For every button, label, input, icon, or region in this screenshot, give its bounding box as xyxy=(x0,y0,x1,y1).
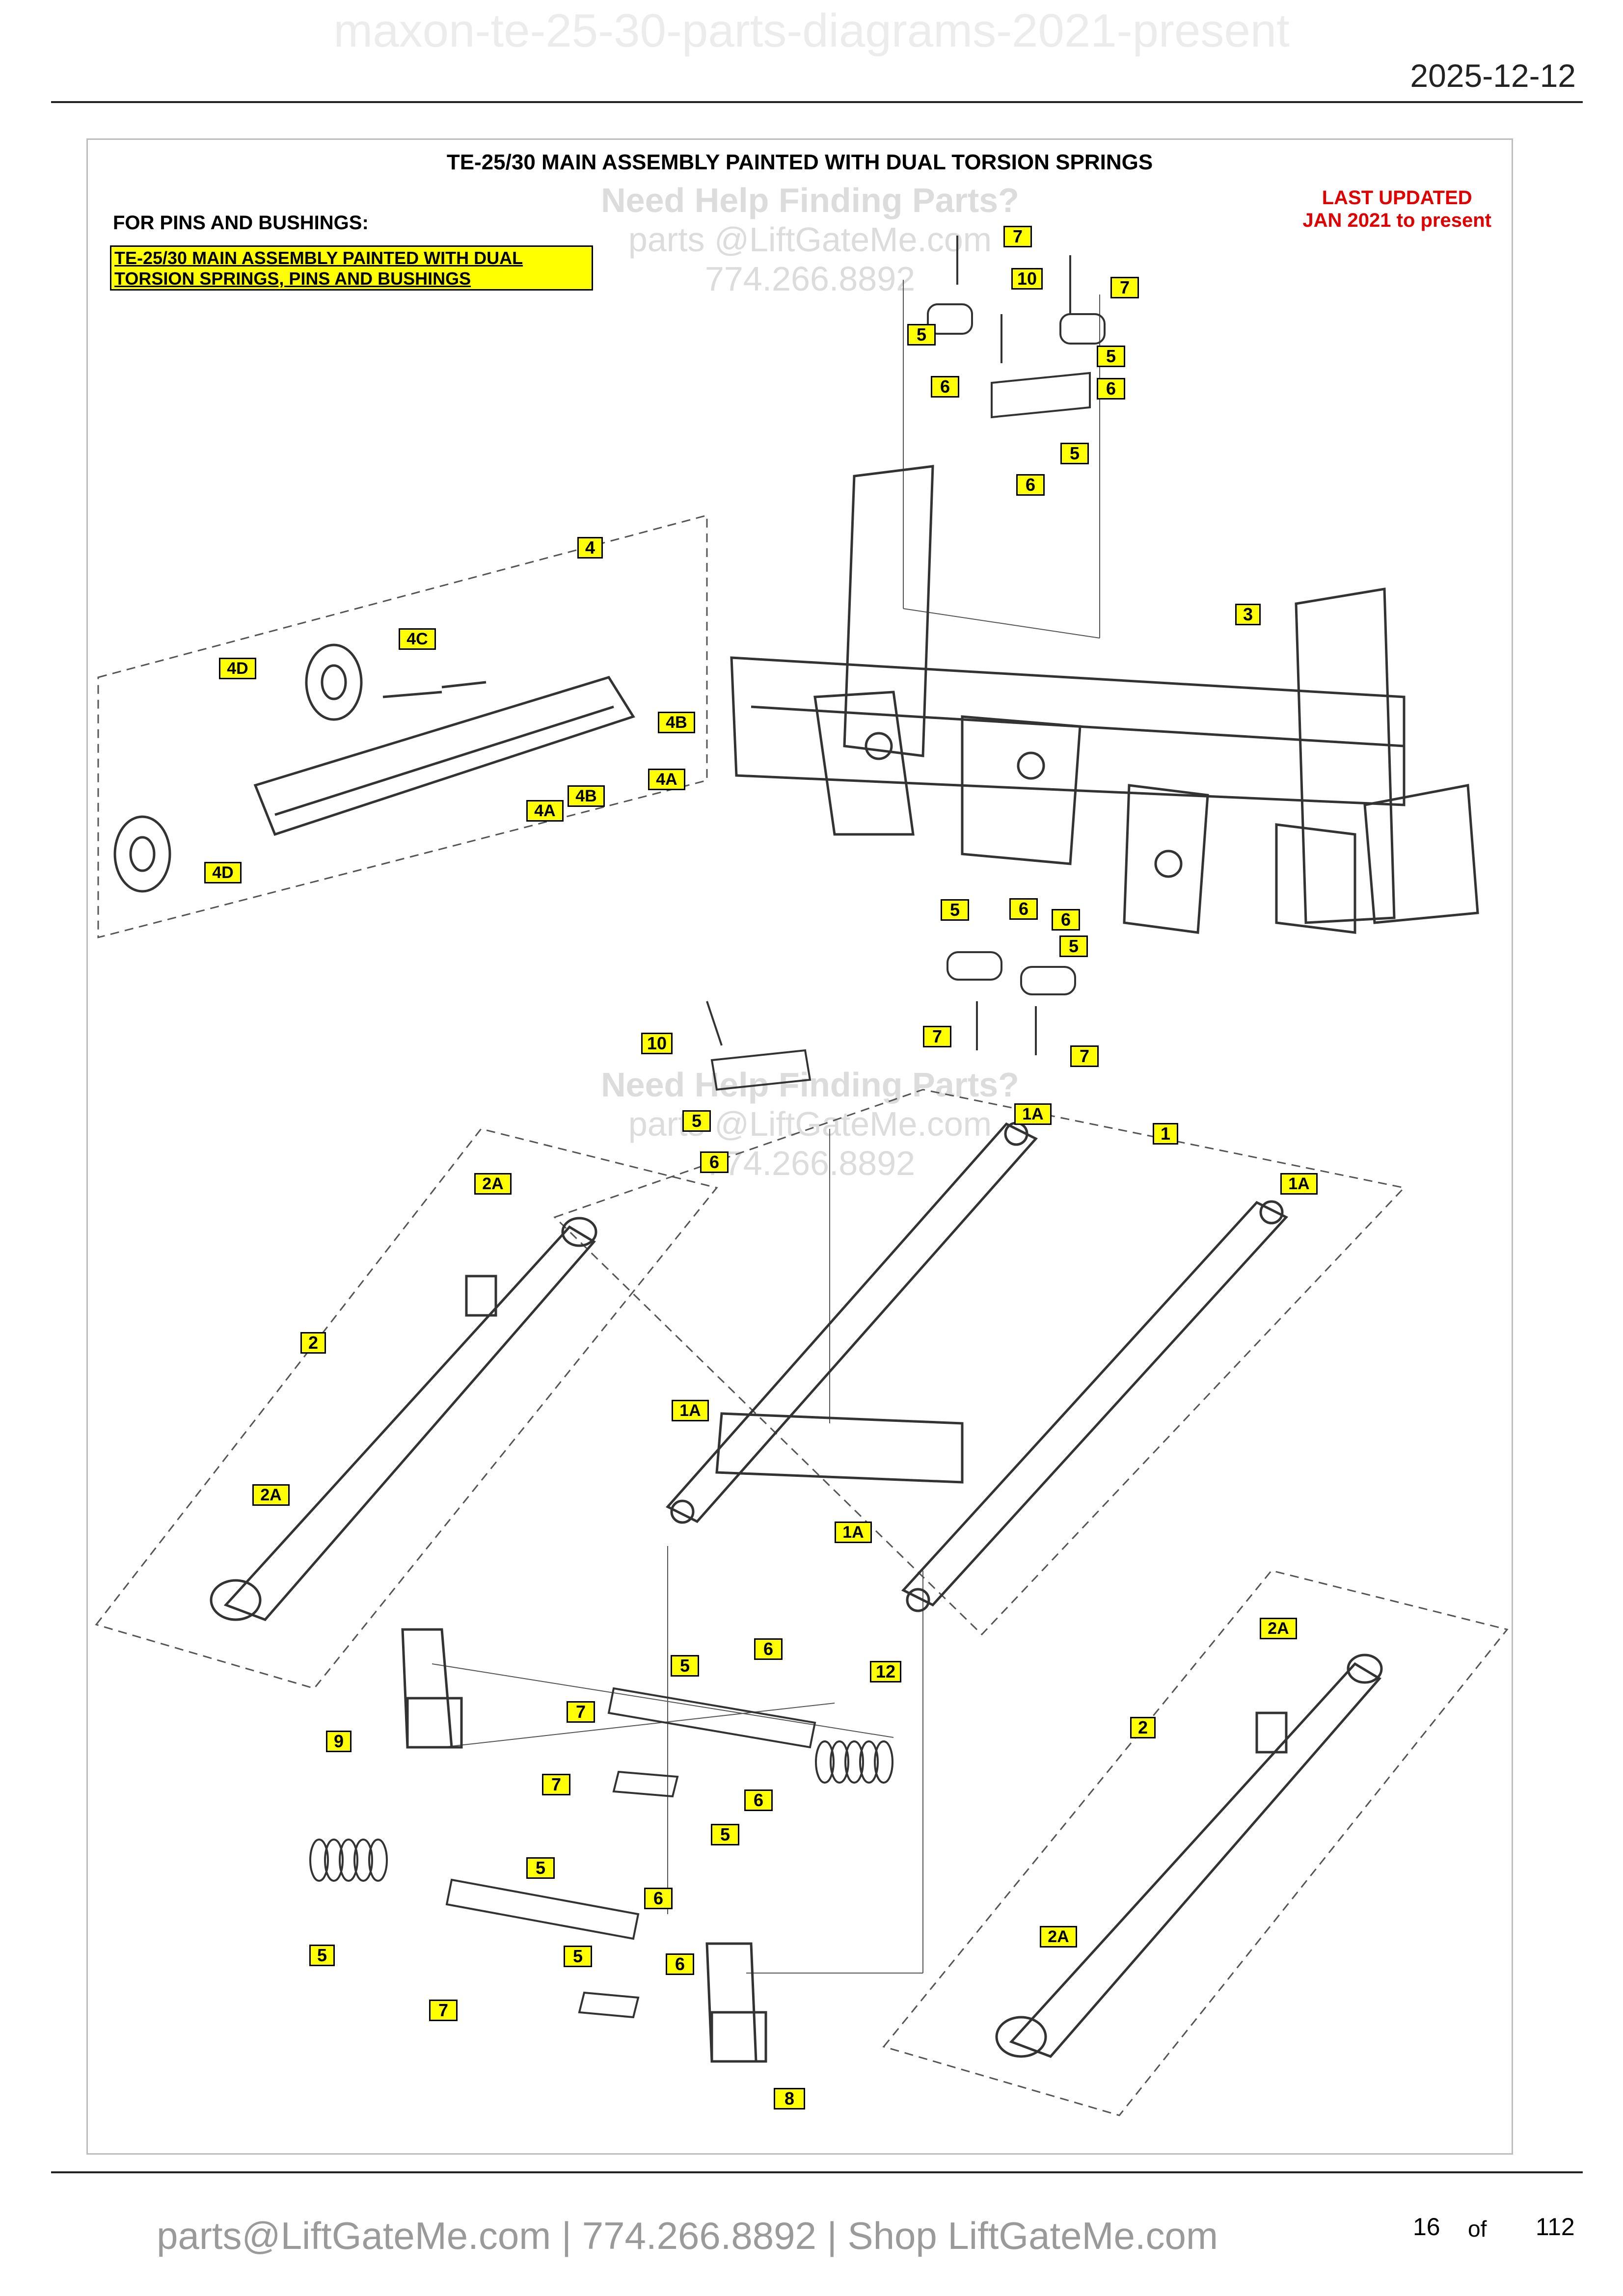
callout-8[interactable]: 7 xyxy=(567,1701,595,1723)
callout-1A[interactable]: 1A xyxy=(1280,1173,1318,1195)
callout-6[interactable]: 5 xyxy=(564,1946,592,1967)
callout-2A[interactable]: 2A xyxy=(1260,1618,1297,1639)
callout-7[interactable]: 6 xyxy=(1016,474,1045,496)
callout-7[interactable]: 6 xyxy=(754,1638,783,1660)
footer-divider xyxy=(51,2171,1583,2173)
callout-6[interactable]: 5 xyxy=(526,1857,555,1879)
main-frame xyxy=(730,465,1479,934)
last-updated-note: LAST UPDATED JAN 2021 to present xyxy=(1302,187,1491,232)
callout-6[interactable]: 5 xyxy=(1097,346,1125,367)
assembly-2-left-boundary xyxy=(95,1128,718,1689)
callout-6[interactable]: 5 xyxy=(941,899,969,921)
slider-arm xyxy=(113,643,635,893)
callout-7[interactable]: 6 xyxy=(644,1888,673,1909)
callout-4B[interactable]: 4B xyxy=(658,712,695,733)
bracket-9 xyxy=(401,1628,463,1749)
callout-11[interactable]: 10 xyxy=(1011,268,1043,290)
callout-4[interactable]: 4 xyxy=(577,537,603,559)
callout-8[interactable]: 7 xyxy=(923,1026,951,1047)
header-divider xyxy=(51,101,1583,103)
callout-2[interactable]: 2 xyxy=(300,1332,326,1354)
callout-8[interactable]: 7 xyxy=(1070,1045,1099,1067)
callout-1A[interactable]: 1A xyxy=(672,1400,709,1421)
callout-6[interactable]: 5 xyxy=(907,324,936,346)
diagram-title: TE-25/30 MAIN ASSEMBLY PAINTED WITH DUAL… xyxy=(446,150,1153,174)
callout-7[interactable]: 6 xyxy=(1009,898,1038,920)
assembly-4-boundary xyxy=(97,514,708,938)
diagram-frame xyxy=(86,138,1513,2155)
callout-1A[interactable]: 1A xyxy=(1014,1103,1052,1125)
callout-3[interactable]: 3 xyxy=(1235,604,1261,625)
callout-7[interactable]: 6 xyxy=(666,1953,694,1975)
arm-2-left xyxy=(210,1217,597,1621)
assembly-1-boundary xyxy=(553,1089,1406,1636)
callout-8[interactable]: 7 xyxy=(542,1774,570,1795)
callout-12[interactable]: 12 xyxy=(870,1661,901,1682)
callout-1[interactable]: 1 xyxy=(1153,1123,1178,1145)
callout-7[interactable]: 6 xyxy=(1052,909,1080,931)
callout-4A[interactable]: 4A xyxy=(526,800,564,822)
torsion-spring-5 xyxy=(309,1839,388,1882)
callout-6[interactable]: 5 xyxy=(1059,935,1088,957)
leader-line xyxy=(441,1703,835,1748)
lower-pin-stack xyxy=(706,951,1076,1091)
callout-2A[interactable]: 2A xyxy=(474,1173,512,1195)
callout-2[interactable]: 2 xyxy=(1130,1717,1156,1738)
page-number: 16 xyxy=(1413,2213,1440,2241)
callout-5[interactable]: 5 xyxy=(309,1945,335,1966)
spring-shafts xyxy=(445,1687,816,2019)
callout-6[interactable]: 5 xyxy=(711,1824,739,1845)
page-of: of xyxy=(1468,2216,1487,2242)
callout-6[interactable]: 5 xyxy=(671,1655,699,1677)
callout-7[interactable]: 6 xyxy=(931,376,959,398)
callout-6[interactable]: 5 xyxy=(1060,443,1089,464)
callout-11[interactable]: 10 xyxy=(641,1033,673,1054)
callout-7[interactable]: 6 xyxy=(744,1789,773,1811)
last-updated-line2: JAN 2021 to present xyxy=(1302,210,1491,231)
pins-bushings-link[interactable]: TE-25/30 MAIN ASSEMBLY PAINTED WITH DUAL… xyxy=(110,245,593,291)
callout-4C[interactable]: 4C xyxy=(399,628,436,650)
leader-line xyxy=(903,608,1100,639)
assembly-2-right-boundary xyxy=(882,1570,1509,2116)
page-total: 112 xyxy=(1536,2213,1575,2241)
top-pin-stack xyxy=(927,236,1106,419)
last-updated-line1: LAST UPDATED xyxy=(1322,187,1472,209)
callout-8[interactable]: 7 xyxy=(429,2000,458,2021)
callout-2A[interactable]: 2A xyxy=(1040,1926,1077,1948)
callout-2A[interactable]: 2A xyxy=(252,1484,290,1506)
callout-4B[interactable]: 4B xyxy=(568,785,605,807)
callout-10[interactable]: 8 xyxy=(774,2088,805,2109)
torsion-spring-12 xyxy=(815,1740,893,1784)
callout-8[interactable]: 7 xyxy=(1003,226,1032,247)
parallel-arm-assembly xyxy=(665,1121,1289,1612)
callout-9[interactable]: 9 xyxy=(326,1731,352,1752)
callout-8[interactable]: 7 xyxy=(1110,277,1139,298)
callout-4D[interactable]: 4D xyxy=(219,658,256,679)
bracket-10 xyxy=(705,1942,767,2063)
callout-7[interactable]: 6 xyxy=(700,1151,729,1173)
callout-6[interactable]: 5 xyxy=(682,1110,711,1132)
arm-2-right xyxy=(995,1654,1383,2058)
callout-7[interactable]: 6 xyxy=(1097,378,1125,400)
footer-contact-link[interactable]: parts@LiftGateMe.com | 774.266.8892 | Sh… xyxy=(157,2214,1218,2257)
leader-line xyxy=(432,1663,894,1738)
pins-bushings-label: FOR PINS AND BUSHINGS: xyxy=(113,212,369,234)
header-watermark: maxon-te-25-30-parts-diagrams-2021-prese… xyxy=(333,4,1290,57)
callout-1A[interactable]: 1A xyxy=(835,1522,872,1543)
callout-4A[interactable]: 4A xyxy=(648,769,685,790)
header-date: 2025-12-12 xyxy=(1410,57,1576,94)
callout-4D[interactable]: 4D xyxy=(204,862,242,883)
